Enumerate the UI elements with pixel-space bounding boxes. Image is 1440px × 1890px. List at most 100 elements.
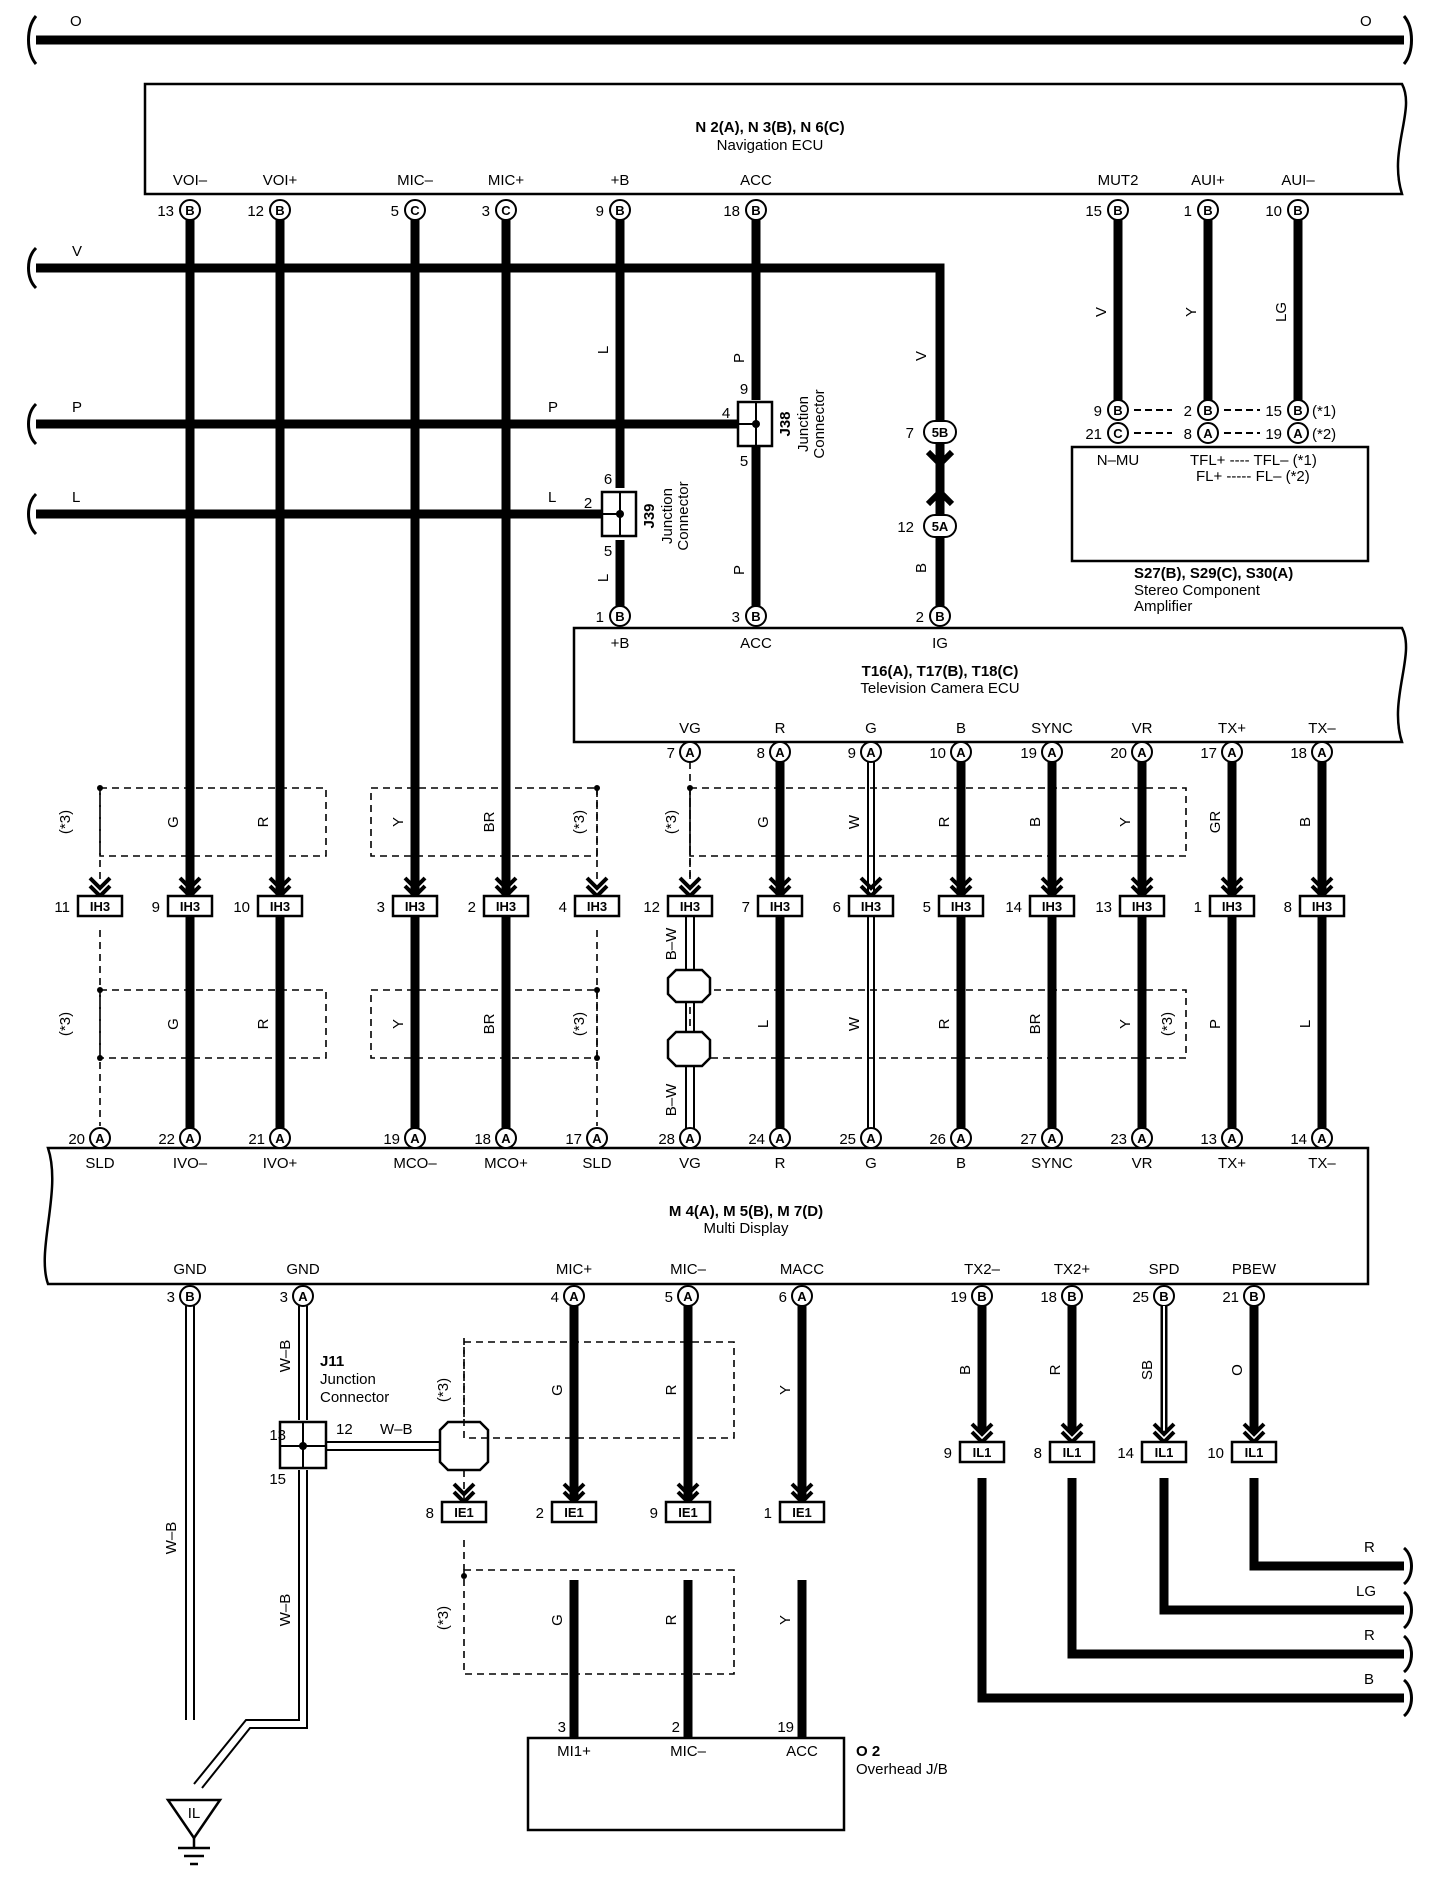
- md-top-pin-connector: [89, 1127, 111, 1149]
- md-pin-name: TX2–: [964, 1261, 1001, 1278]
- md-bottom-pin-conn-letter: B: [1249, 1289, 1258, 1304]
- connector-arrow: [403, 876, 427, 891]
- amp-note: (*1): [1312, 403, 1336, 420]
- ojb-pin-num: 19: [777, 1719, 794, 1736]
- md-bottom-pin-conn-letter: B: [185, 1289, 194, 1304]
- wire-color-label: Y: [390, 1019, 407, 1029]
- md-pin-name: SYNC: [1031, 1155, 1073, 1172]
- wire-color-label: B: [1297, 817, 1314, 827]
- wire-color-label: G: [549, 1384, 566, 1396]
- md-bottom-pin-connector: [179, 1285, 201, 1307]
- ie1-pin-number: 9: [650, 1505, 658, 1522]
- md-pin-name: IVO–: [173, 1155, 208, 1172]
- shield-note: (*3): [57, 1012, 74, 1036]
- j11-id: J11: [320, 1353, 344, 1370]
- md-pin-name: SLD: [582, 1155, 611, 1172]
- ih3-connector-box: [573, 894, 621, 918]
- wire-color-label: BR: [1027, 1013, 1044, 1034]
- md-top-pin-connector: [1221, 1127, 1243, 1149]
- md-top-pin-number: 27: [1020, 1131, 1037, 1148]
- amp-wires: V Y LG: [1093, 220, 1303, 400]
- il1-connector-label: IL1: [1155, 1445, 1174, 1460]
- md-top-pin-number: 14: [1290, 1131, 1307, 1148]
- md-bottom-pin-number: 18: [1040, 1289, 1057, 1306]
- tv-bottom-pin-number: 19: [1020, 745, 1037, 762]
- amp-note: (*2): [1312, 426, 1336, 443]
- nav-pin-conn-letter: B: [615, 203, 624, 218]
- wire-color-label: LG: [1356, 1583, 1376, 1600]
- tv-ecu-title: T16(A), T17(B), T18(C): [862, 663, 1019, 680]
- wire-color-label: W: [846, 1016, 863, 1031]
- ie1-connector-label: IE1: [564, 1505, 584, 1520]
- top-bus: O O: [27, 13, 1413, 65]
- nav-pin-number: 5: [391, 203, 399, 220]
- tv-pin-num: 2: [916, 609, 924, 626]
- connector-arrow: [1310, 876, 1334, 891]
- j39-label: Connector: [675, 481, 692, 550]
- ih3-pin-number: 1: [1194, 899, 1202, 916]
- nav-ecu-subtitle: Navigation ECU: [717, 137, 824, 154]
- j38-junction-connector: 9 4 5 J38 Junction Connector: [722, 381, 828, 470]
- wire-color-label: W–B: [380, 1421, 413, 1438]
- md-top-pin-conn-letter: A: [410, 1131, 420, 1146]
- multi-display-top-pin-names: SLD IVO– IVO+ MCO– MCO+ SLD VG R G B SYN…: [85, 1155, 1336, 1172]
- tv-bottom-pin-conn-letter: A: [1317, 745, 1327, 760]
- j38-label: Connector: [811, 389, 828, 458]
- md-top-pin-connector: [1131, 1127, 1153, 1149]
- tv-bottom-pin-conn-letter: A: [956, 745, 966, 760]
- ih3-connector-label: IH3: [90, 899, 110, 914]
- nav-pin-conn-letter: C: [410, 203, 420, 218]
- nav-pin-number: 1: [1184, 203, 1192, 220]
- md-top-pin-connector: [404, 1127, 426, 1149]
- tv-pin-name: IG: [932, 635, 948, 652]
- md-top-pin-connector: [1311, 1127, 1333, 1149]
- ie1-connector-box: [778, 1500, 826, 1524]
- ih3-connector-label: IH3: [270, 899, 290, 914]
- multi-display-title: M 4(A), M 5(B), M 7(D): [669, 1203, 823, 1220]
- ojb-pin-name: ACC: [786, 1743, 818, 1760]
- j11-junction-connector: 13 12 15 J11 Junction Connector: [269, 1353, 389, 1488]
- md-bottom-pin-conn-letter: A: [797, 1289, 807, 1304]
- amp-pin-num: 2: [1184, 403, 1192, 420]
- connector-arrow: [970, 1422, 994, 1437]
- amp-line-2: FL+ ----- FL– (*2): [1196, 468, 1310, 485]
- ih3-pin-number: 14: [1005, 899, 1022, 916]
- connector-arrow: [585, 876, 609, 891]
- j11-pin: 12: [336, 1421, 353, 1438]
- md-bottom-pin-number: 3: [280, 1289, 288, 1306]
- shield-note: (*3): [57, 810, 74, 834]
- amp-pin-num: 8: [1184, 426, 1192, 443]
- tv-bottom-pin-conn-letter: A: [1227, 745, 1237, 760]
- tv-bottom-pin-number: 9: [848, 745, 856, 762]
- wire-color-label: L: [755, 1020, 772, 1028]
- md-top-pin-connector: [1041, 1127, 1063, 1149]
- wire-color-label: SB: [1139, 1360, 1156, 1380]
- ig-connector-lower-num: 12: [897, 519, 914, 536]
- vg-shielded-wire: [685, 916, 695, 1128]
- wire-color-label: W–B: [163, 1522, 180, 1555]
- tv-pin-name: B: [956, 720, 966, 737]
- wire-color-label: L: [595, 346, 612, 354]
- tv-ecu-subtitle: Television Camera ECU: [860, 680, 1019, 697]
- ih3-connector-label: IH3: [1132, 899, 1152, 914]
- il1-connector-label: IL1: [973, 1445, 992, 1460]
- wire-color-label: P: [731, 565, 748, 575]
- wire-color-label: L: [595, 574, 612, 582]
- md-bottom-pin-number: 19: [950, 1289, 967, 1306]
- ih3-pin-number: 12: [643, 899, 660, 916]
- tv-bottom-pin-conn-letter: A: [866, 745, 876, 760]
- tv-ecu-top-pins: B B B 1 3 2 +B ACC IG: [596, 605, 951, 652]
- ie1-pin-number: 2: [536, 1505, 544, 1522]
- tv-bottom-pin-number: 8: [757, 745, 765, 762]
- ig-connector-upper-label: 5B: [932, 425, 949, 440]
- tv-camera-ecu: T16(A), T17(B), T18(C) Television Camera…: [572, 626, 1408, 744]
- md-pin-name: GND: [286, 1261, 320, 1278]
- ie1-connector-box: [550, 1500, 598, 1524]
- nav-pin-conn-letter: B: [1293, 203, 1302, 218]
- il1-connector-box: [1048, 1440, 1096, 1464]
- tv-pin-conn: B: [935, 609, 944, 624]
- wire-color-label: O: [1229, 1364, 1246, 1376]
- amp-pin-conn: C: [1113, 426, 1123, 441]
